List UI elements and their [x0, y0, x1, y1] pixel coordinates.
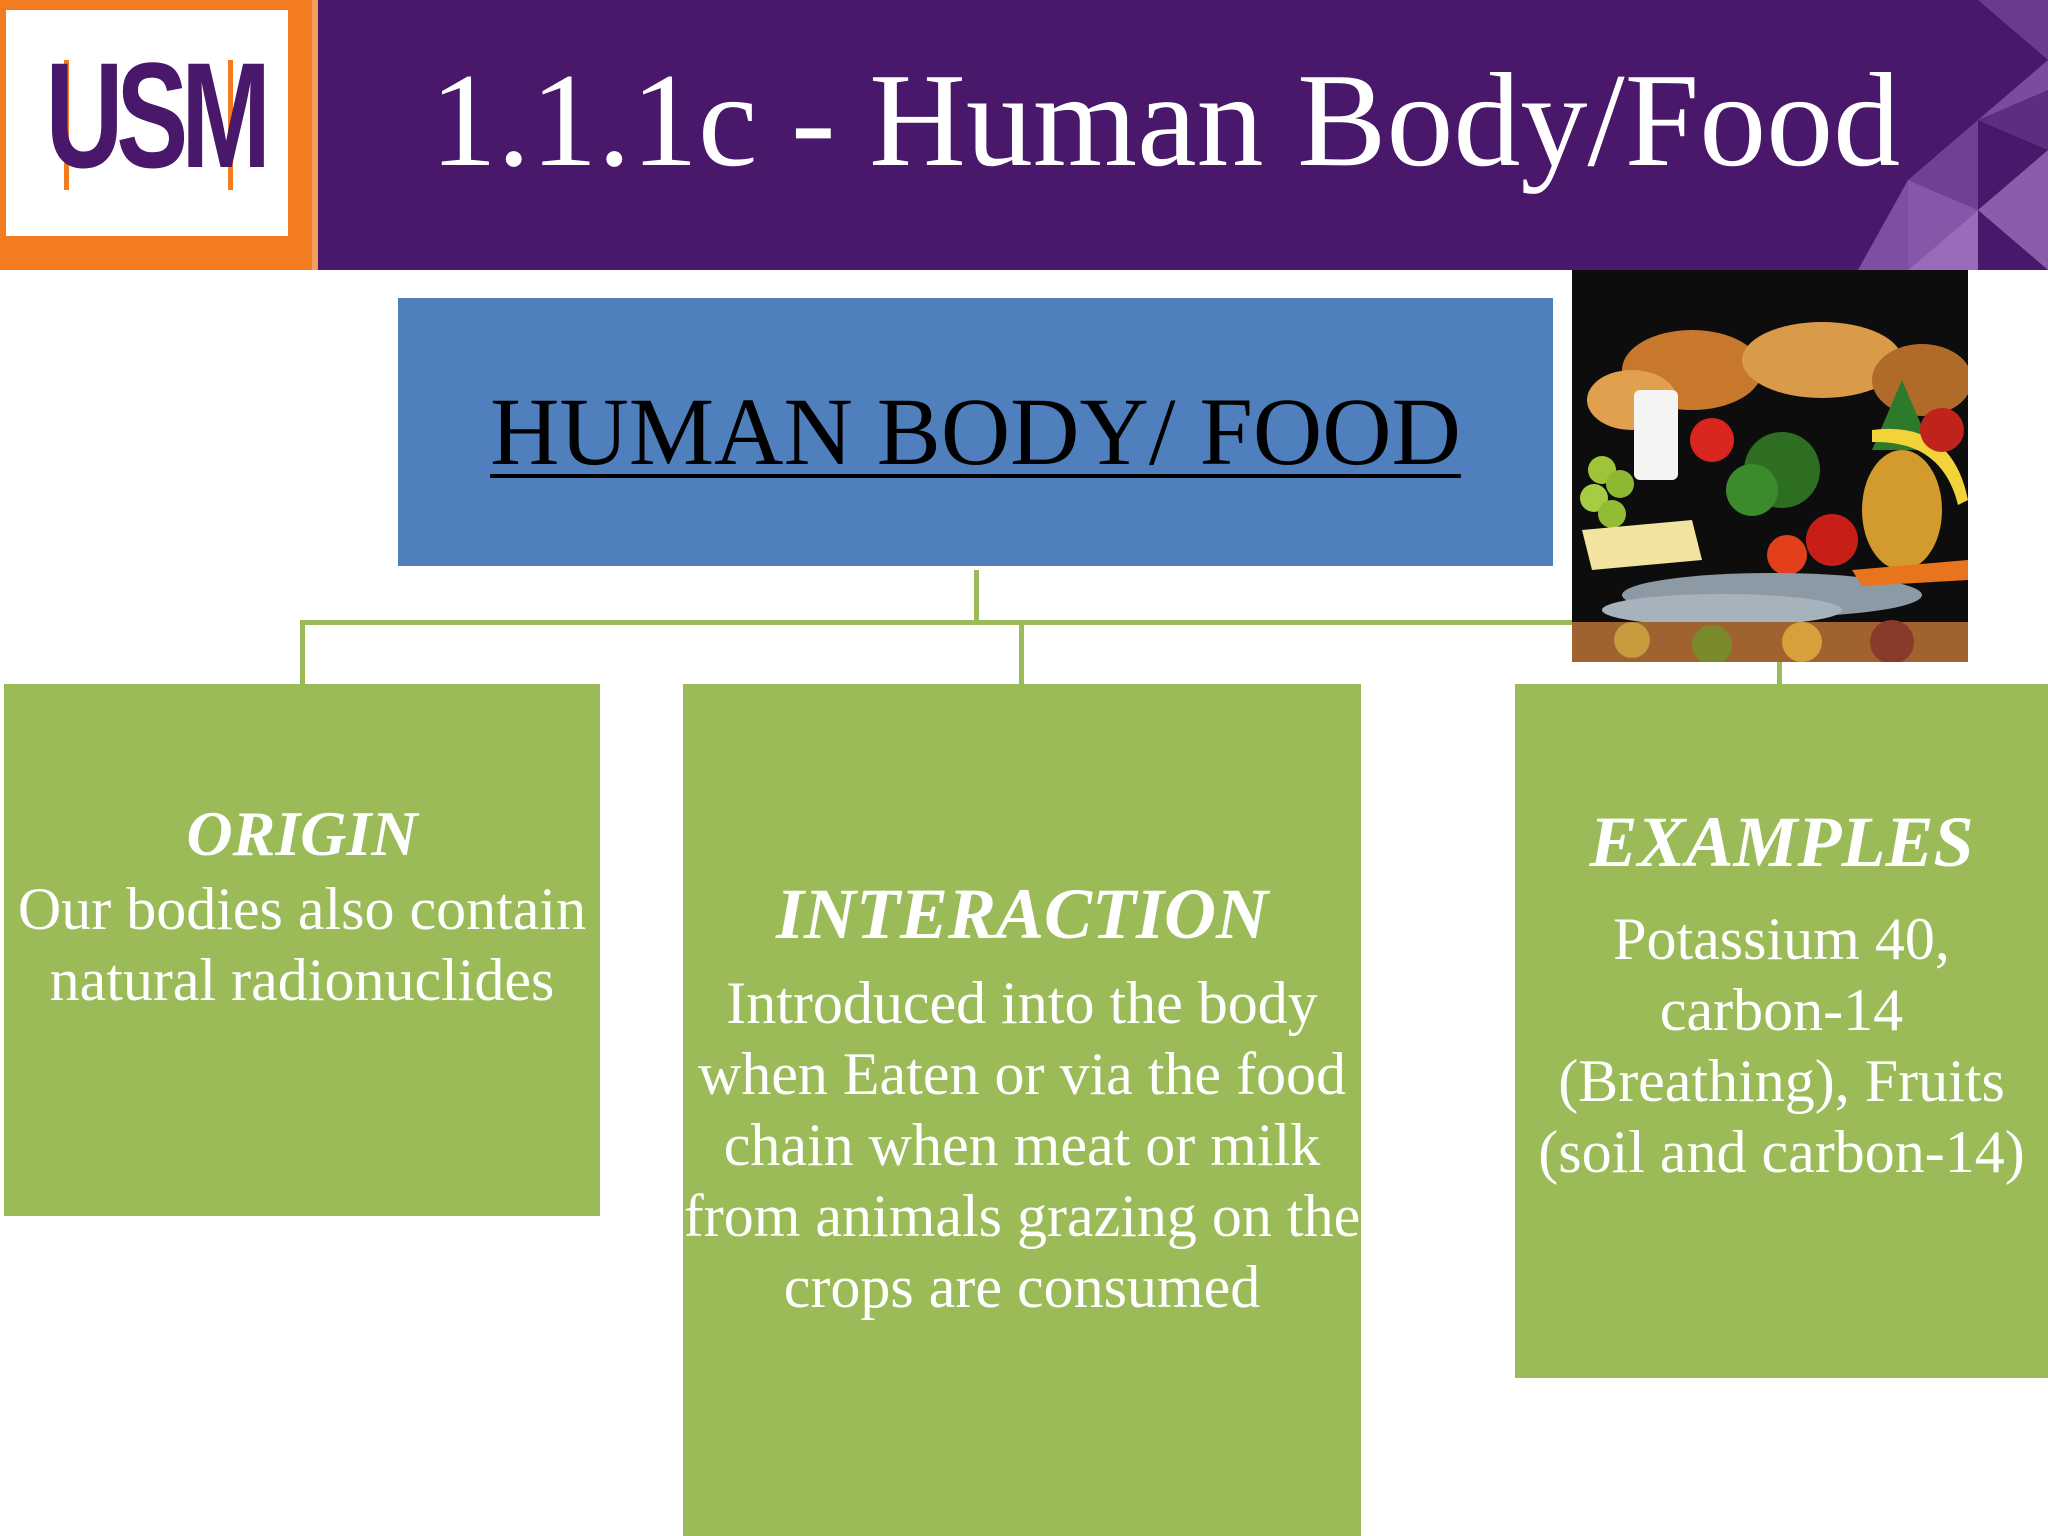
origin-heading: ORIGIN [186, 798, 418, 869]
triangle-pattern-icon [1858, 0, 2048, 270]
connector-horizontal [300, 620, 1782, 625]
usm-logo: USM [0, 0, 312, 270]
logo-panel: USM [6, 10, 288, 236]
origin-body: Our bodies also contain natural radionuc… [17, 876, 587, 1013]
food-assortment-icon [1572, 270, 1968, 662]
interaction-body: Introduced into the body when Eaten or v… [683, 970, 1361, 1320]
leaf-node-interaction: INTERACTION Introduced into the body whe… [683, 684, 1361, 1536]
connector-root-stem [974, 570, 979, 622]
logo-stripe-left [64, 60, 69, 190]
slide-header: USM 1.1.1c - Human Body/Food [0, 0, 2048, 270]
connector-interaction [1019, 620, 1024, 684]
leaf-node-examples: EXAMPLES Potassium 40, carbon-14 (Breath… [1515, 684, 2048, 1378]
logo-text: USM [45, 31, 271, 199]
slide-title: 1.1.1c - Human Body/Food [430, 46, 1901, 194]
header-separator [312, 0, 318, 270]
leaf-node-origin: ORIGIN Our bodies also contain natural r… [4, 684, 600, 1216]
interaction-heading: INTERACTION [775, 874, 1269, 954]
root-node-label: HUMAN BODY/ FOOD [490, 378, 1461, 485]
examples-heading: EXAMPLES [1589, 802, 1974, 882]
food-photo [1572, 270, 1968, 662]
root-node: HUMAN BODY/ FOOD [398, 298, 1553, 566]
logo-stripe-right [228, 60, 233, 190]
connector-origin [300, 620, 305, 684]
examples-body: Potassium 40, carbon-14 (Breathing), Fru… [1538, 906, 2025, 1185]
